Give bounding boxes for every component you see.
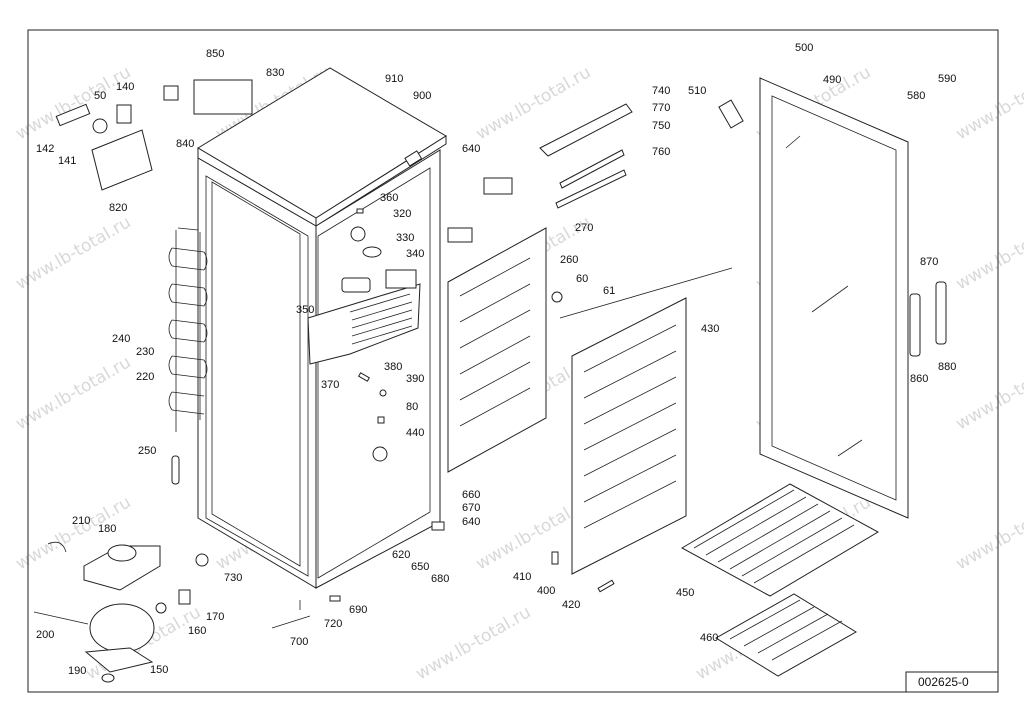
- callout-640: 640: [462, 516, 480, 528]
- drawing-frame: [27, 29, 999, 693]
- callout-260: 260: [560, 254, 578, 266]
- control-electronics: [55, 79, 253, 191]
- callout-770: 770: [652, 102, 670, 114]
- callout-720: 720: [324, 618, 342, 630]
- watermark-text: www.lb-total.ru: [953, 492, 1024, 574]
- callout-490: 490: [823, 74, 841, 86]
- callout-590: 590: [938, 73, 956, 85]
- callout-180: 180: [98, 523, 116, 535]
- callout-580: 580: [907, 90, 925, 102]
- callout-150: 150: [150, 664, 168, 676]
- callout-190: 190: [68, 665, 86, 677]
- callout-350: 350: [296, 304, 314, 316]
- callout-850: 850: [206, 48, 224, 60]
- callout-430: 430: [701, 323, 719, 335]
- door-handle-880: [935, 281, 947, 345]
- callout-330: 330: [396, 232, 414, 244]
- glass-door: [718, 77, 909, 519]
- callout-390: 390: [406, 373, 424, 385]
- callout-740: 740: [652, 85, 670, 97]
- drawing-id: 002625-0: [918, 675, 969, 689]
- callout-450: 450: [676, 587, 694, 599]
- shelf-rails: [539, 103, 633, 209]
- callout-230: 230: [136, 346, 154, 358]
- callout-400: 400: [537, 585, 555, 597]
- callout-620: 620: [392, 549, 410, 561]
- callout-160: 160: [188, 625, 206, 637]
- callout-650: 650: [411, 561, 429, 573]
- callout-170: 170: [206, 611, 224, 623]
- callout-820: 820: [109, 202, 127, 214]
- fan-assembly: [341, 208, 382, 293]
- callout-760: 760: [652, 146, 670, 158]
- callout-370: 370: [321, 379, 339, 391]
- callout-900: 900: [413, 90, 431, 102]
- callout-labels: 850 830 840 140 50 142 141 820 910 900 640 360 320 33…: [36, 42, 956, 677]
- condenser: [168, 227, 208, 432]
- callout-410: 410: [513, 571, 531, 583]
- callout-141: 141: [58, 155, 76, 167]
- callout-380: 380: [384, 361, 402, 373]
- callout-670: 670: [462, 502, 480, 514]
- callout-50: 50: [94, 90, 106, 102]
- inner-panel: [559, 267, 733, 575]
- callout-460: 460: [700, 632, 718, 644]
- wire-shelf-450: [680, 483, 880, 597]
- watermark-text: www.lb-total.ru: [13, 212, 135, 294]
- wire-shelf-460: [715, 593, 857, 677]
- cabinet-body: [197, 67, 447, 589]
- callout-680: 680: [431, 573, 449, 585]
- callout-910: 910: [385, 73, 403, 85]
- callout-640: 640: [462, 143, 480, 155]
- callout-860: 860: [910, 373, 928, 385]
- callout-61: 61: [603, 285, 615, 297]
- watermark-text: www.lb-total.ru: [953, 352, 1024, 434]
- watermark-text: www.lb-total.ru: [953, 62, 1024, 144]
- callout-500: 500: [795, 42, 813, 54]
- door-handle-860: [909, 293, 921, 357]
- callout-750: 750: [652, 120, 670, 132]
- callout-240: 240: [112, 333, 130, 345]
- callout-840: 840: [176, 138, 194, 150]
- callout-420: 420: [562, 599, 580, 611]
- callout-320: 320: [393, 208, 411, 220]
- callout-340: 340: [406, 248, 424, 260]
- evaporator: [307, 269, 421, 365]
- watermark-text: www.lb-total.ru: [13, 62, 135, 144]
- back-panel: [447, 177, 547, 473]
- callout-880: 880: [938, 361, 956, 373]
- callout-830: 830: [266, 67, 284, 79]
- drier-filter: [171, 455, 180, 485]
- callout-220: 220: [136, 371, 154, 383]
- callout-360: 360: [380, 192, 398, 204]
- callout-870: 870: [920, 256, 938, 268]
- callout-140: 140: [116, 81, 134, 93]
- callout-690: 690: [349, 604, 367, 616]
- callout-210: 210: [72, 515, 90, 527]
- callout-250: 250: [138, 445, 156, 457]
- callout-700: 700: [290, 636, 308, 648]
- watermark-text: www.lb-total.ru: [413, 602, 535, 684]
- callout-60: 60: [576, 273, 588, 285]
- callout-440: 440: [406, 427, 424, 439]
- callout-200: 200: [36, 629, 54, 641]
- watermark-text: www.lb-total.ru: [953, 212, 1024, 294]
- watermark-text: www.lb-total.ru: [13, 352, 135, 434]
- callout-730: 730: [224, 572, 242, 584]
- callout-80: 80: [406, 401, 418, 413]
- callout-270: 270: [575, 222, 593, 234]
- callout-142: 142: [36, 143, 54, 155]
- drawing-id-box: 002625-0: [905, 671, 999, 693]
- callout-660: 660: [462, 489, 480, 501]
- compressor-assembly: [33, 541, 191, 683]
- callout-510: 510: [688, 85, 706, 97]
